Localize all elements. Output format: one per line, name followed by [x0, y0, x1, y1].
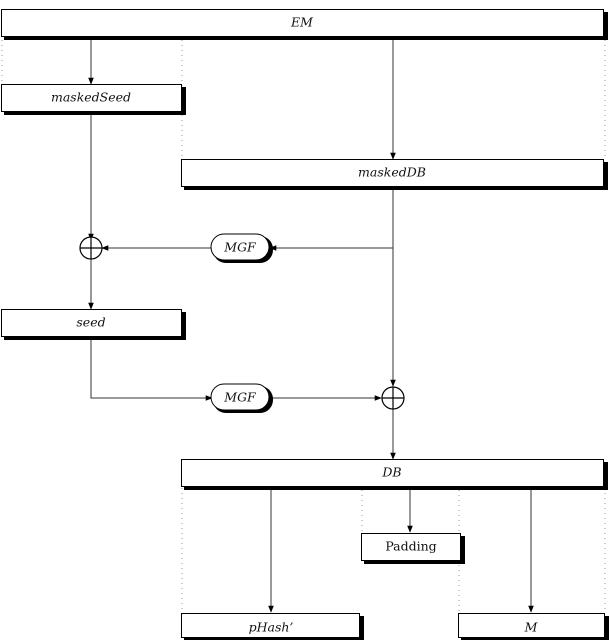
padding-label: Padding [385, 539, 436, 554]
seed-box: seed [1, 309, 186, 340]
db-label: DB [381, 465, 401, 480]
mgf-bottom-label: MGF [223, 390, 257, 405]
message-box: M [458, 613, 609, 640]
xor-bottom [381, 386, 405, 410]
xor-icon [381, 386, 405, 410]
xor-icon [79, 236, 103, 260]
masked-db-label: maskedDB [358, 165, 426, 180]
mgf-bottom: MGF [210, 383, 273, 413]
xor-top [79, 236, 103, 260]
masked-seed-box: maskedSeed [1, 84, 186, 115]
message-label: M [524, 620, 539, 635]
phash-label: pHash’ [249, 620, 294, 635]
arrow-seed-to-mgf [90, 339, 213, 401]
db-box: DB [181, 459, 608, 490]
padding-box: Padding [361, 533, 465, 564]
masked-seed-label: maskedSeed [51, 90, 131, 105]
seed-label: seed [76, 315, 105, 330]
em-label: EM [290, 15, 314, 30]
mgf-top-label: MGF [223, 240, 257, 255]
em-box: EM [1, 9, 608, 40]
mgf-top: MGF [210, 233, 273, 263]
phash-box: pHash’ [181, 613, 364, 640]
masked-db-box: maskedDB [181, 159, 608, 190]
flow-lines [88, 39, 534, 613]
